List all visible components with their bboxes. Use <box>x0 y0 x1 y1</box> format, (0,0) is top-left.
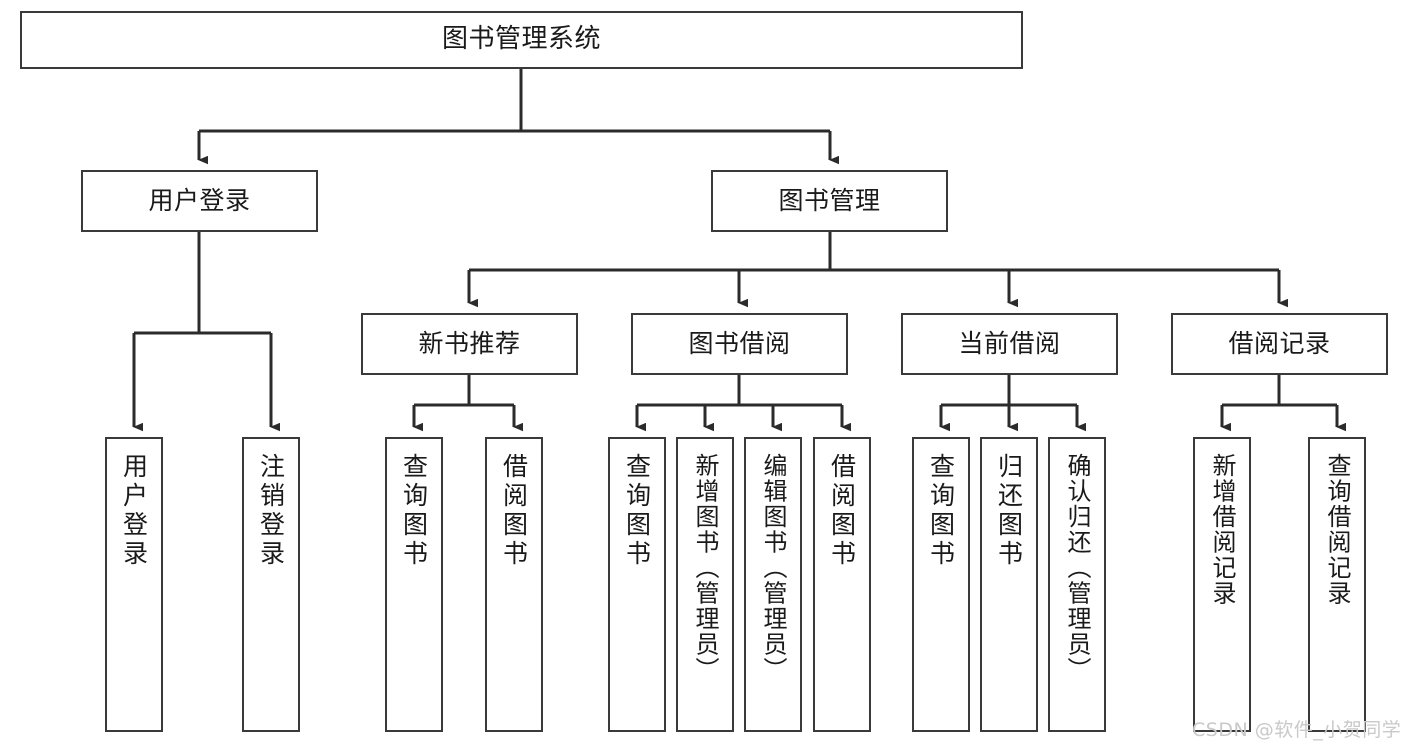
node-label: 用户登录 <box>148 186 251 215</box>
leaf-edit-book-admin[interactable]: 编辑图书（管理员） <box>744 437 802 732</box>
leaf-borrow-books-recommend[interactable]: 借阅图书 <box>485 437 543 732</box>
node-label: 图书管理系统 <box>441 24 601 55</box>
node-label: 借阅记录 <box>1228 329 1331 358</box>
node-label: 新书推荐 <box>418 329 521 358</box>
leaf-query-books-current[interactable]: 查询图书 <box>912 437 970 732</box>
node-current-borrow[interactable]: 当前借阅 <box>901 313 1118 375</box>
node-label: 查询图书 <box>926 453 956 569</box>
node-book-borrow[interactable]: 图书借阅 <box>631 313 848 375</box>
node-borrow-records[interactable]: 借阅记录 <box>1171 313 1388 375</box>
node-label: 借阅图书 <box>827 453 857 569</box>
node-label: 确认归还（管理员） <box>1063 453 1091 683</box>
node-user-login[interactable]: 用户登录 <box>81 170 318 232</box>
node-book-management[interactable]: 图书管理 <box>711 170 948 232</box>
leaf-query-books-recommend[interactable]: 查询图书 <box>385 437 443 732</box>
leaf-borrow-books[interactable]: 借阅图书 <box>813 437 871 732</box>
leaf-user-login[interactable]: 用户登录 <box>105 437 163 732</box>
node-label: 查询图书 <box>399 453 429 569</box>
leaf-add-borrow-record[interactable]: 新增借阅记录 <box>1193 437 1251 732</box>
node-label: 当前借阅 <box>958 329 1061 358</box>
node-new-book-recommend[interactable]: 新书推荐 <box>361 313 578 375</box>
node-label: 图书借阅 <box>688 329 791 358</box>
node-label: 新增图书（管理员） <box>691 453 719 683</box>
leaf-confirm-return-admin[interactable]: 确认归还（管理员） <box>1048 437 1106 732</box>
node-label: 图书管理 <box>778 186 881 215</box>
node-label: 查询图书 <box>622 453 652 569</box>
csdn-watermark: CSDN @软件_小贺同学 <box>1192 719 1402 741</box>
node-label: 注销登录 <box>256 453 286 569</box>
node-label: 新增借阅记录 <box>1208 453 1236 606</box>
leaf-query-borrow-record[interactable]: 查询借阅记录 <box>1308 437 1366 732</box>
leaf-return-books[interactable]: 归还图书 <box>980 437 1038 732</box>
node-root-system[interactable]: 图书管理系统 <box>20 11 1023 69</box>
node-label: 借阅图书 <box>499 453 529 569</box>
node-label: 编辑图书（管理员） <box>759 453 787 683</box>
leaf-logout[interactable]: 注销登录 <box>242 437 300 732</box>
node-label: 查询借阅记录 <box>1323 453 1351 606</box>
node-label: 用户登录 <box>119 453 149 569</box>
leaf-add-book-admin[interactable]: 新增图书（管理员） <box>676 437 734 732</box>
node-label: 归还图书 <box>994 453 1024 569</box>
leaf-query-books-borrow[interactable]: 查询图书 <box>608 437 666 732</box>
